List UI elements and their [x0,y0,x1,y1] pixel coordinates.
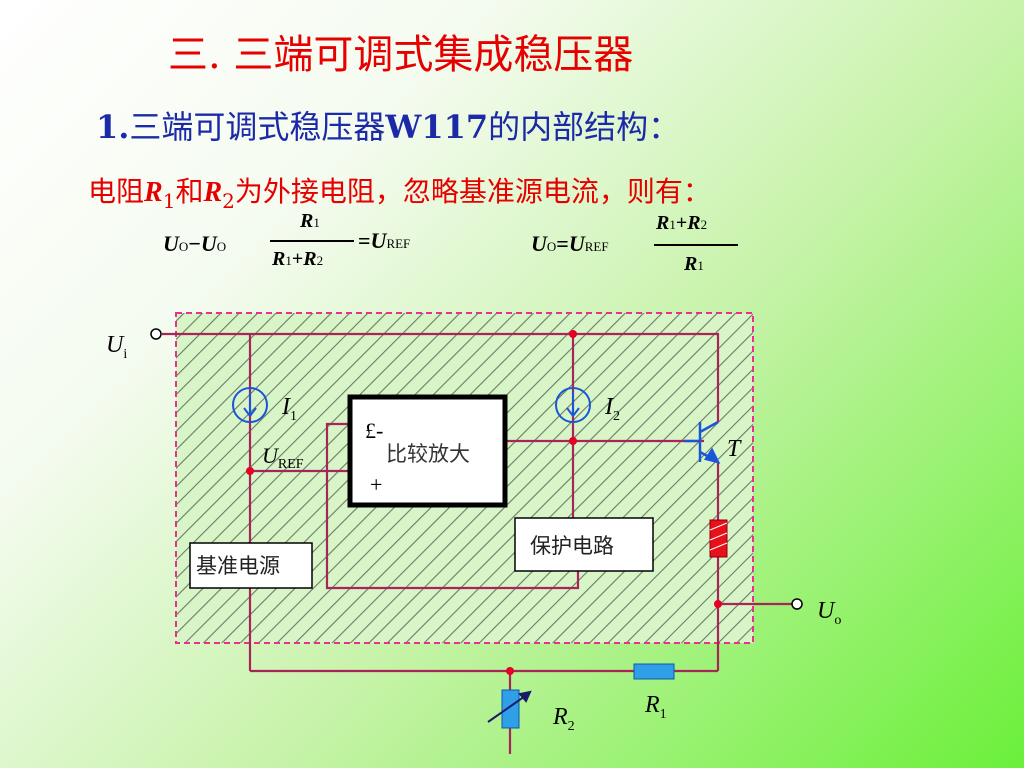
protection-circuit-box [514,517,654,572]
eq1-o2-sub: O [216,239,227,254]
output-label: Uo [817,598,841,628]
eq1-o-sub: O [178,239,189,254]
desc-r1-symbol: R [144,177,163,208]
current-i2-label: I2 [604,394,620,424]
eq2-num-sub2: 2 [700,217,708,232]
wire-top-right [573,332,720,422]
eq1-den-r2: R [303,248,317,270]
eq1-u2: U [200,231,217,256]
protection-circuit-label: 保护电路 [530,534,614,558]
subtitle-pre: 三端可调式稳压器 [129,108,386,146]
desc-c: 为外接电阻，忽略基准源电流，则有： [234,175,711,208]
input-terminal-icon [150,328,162,340]
resistor-r2-icon [501,689,520,729]
amp-minus-label: £- [365,418,383,443]
input-label: Ui [106,332,127,362]
desc-r2-symbol: R [203,177,223,208]
eq1-num-sub: 1 [313,215,320,230]
eq2-num-plus: + [675,212,688,234]
subtitle: 1.三端可调式稳压器W117的内部结构： [96,102,680,148]
eq1-u3: U [370,228,387,253]
transistor-icon [684,420,721,464]
eq1-den-sub1: 1 [285,253,292,268]
resistor-r1-icon [633,663,675,680]
junction-dot [714,600,722,608]
junction-dot [569,330,577,338]
wire-inverting [325,422,580,590]
comparator-amplifier-box [347,394,508,508]
eq1-den-sub2: 2 [316,253,324,268]
junction-dots [246,330,722,675]
eq1-ref-sub: REF [386,236,411,251]
subtitle-post: 的内部结构： [488,108,681,146]
wires [162,332,792,754]
eq2-u2: U [568,231,585,256]
amp-label: 比较放大 [386,442,470,466]
reference-source-label: 基准电源 [196,554,280,578]
eq2-ref-sub: REF [584,239,609,254]
internal-resistor-hatch [709,522,728,551]
current-source-i2-icon [555,387,591,423]
uref-label: UREF [262,443,304,472]
eq2-num-r2: R [687,212,701,234]
page-title: 三. 三端可调式集成稳压器 [168,32,634,78]
subtitle-number: 1. [96,108,130,146]
eq1-equals: = [358,228,371,253]
eq1-den-r1: R [272,248,286,270]
desc-r1-sub: 1 [162,189,176,213]
current-i1-label: I1 [281,394,297,424]
resistor-r1-label: R1 [644,692,667,722]
junction-dot [506,667,514,675]
junction-dot [569,437,577,445]
reference-source-box [189,542,313,589]
variable-arrow-icon [487,690,532,723]
eq1-fraction-bar [270,240,354,242]
transistor-label: T [727,436,742,462]
eq1-num-r: R [300,210,314,232]
description-line: 电阻R1和R2为外接电阻，忽略基准源电流，则有： [88,170,711,213]
eq2-den-r: R [684,253,698,275]
eq1-minus: − [188,231,201,256]
eq2-o-sub: O [546,239,557,254]
subtitle-model: W117 [385,108,489,146]
current-source-i1-icon [232,387,268,423]
eq2-u: U [531,231,547,256]
eq2-num-r1: R [656,212,670,234]
eq2-equals: = [556,231,569,256]
resistor-r2-label: R2 [552,704,575,734]
eq2-fraction-bar [654,244,738,246]
desc-a: 电阻 [88,175,145,208]
desc-r2-sub: 2 [222,189,235,213]
junction-dot [246,467,254,475]
eq1-den-plus: + [291,248,304,270]
eq2-den-sub: 1 [697,258,704,273]
desc-b: 和 [175,175,204,208]
eq1-u: U [163,231,179,256]
amp-plus-label: + [370,472,382,497]
eq2-num-sub1: 1 [669,217,676,232]
output-terminal-icon [791,598,803,610]
